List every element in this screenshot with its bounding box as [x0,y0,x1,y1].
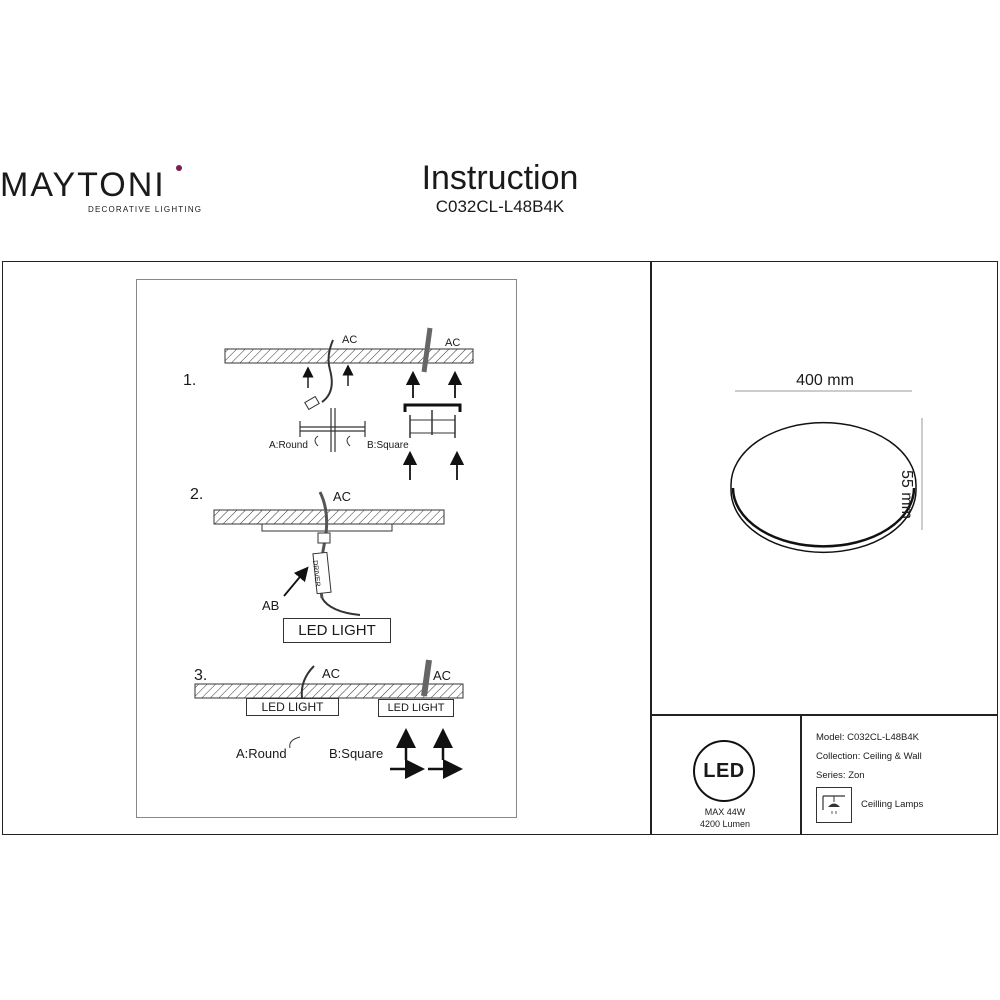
step-number: 3. [194,667,208,684]
ab-label: AB [262,598,280,613]
connector-icon [317,532,331,544]
brand-name: MAYTONI [0,166,166,204]
max-power: MAX 44W [704,807,746,817]
ceiling-slab [224,348,474,364]
sheet-frame [2,261,998,835]
frame-divider [650,261,652,835]
ac-label: AC [322,666,341,681]
installation-panel [136,279,517,818]
model-code: C032CL-L48B4K [435,197,565,216]
step-number: 1. [183,372,197,389]
option-round-label: A:Round [236,746,287,761]
power-cable [300,665,315,699]
ac-label: AC [342,334,358,346]
diameter-label: 400 mm [796,372,854,389]
led-light-label: LED LIGHT [246,698,339,716]
led-light-label: LED LIGHT [283,618,391,643]
brand-logo: MAYTONI DECORATIVE LIGHTING [0,165,201,221]
ac-label: AC [333,489,352,504]
frame-divider [800,714,802,835]
ceiling-rod [421,659,432,697]
step-number: 2. [190,486,204,503]
spec-collection: Collection: Ceiling & Wall [816,751,922,762]
ceiling-rod [421,327,433,373]
ceiling-slab [213,509,445,525]
ceiling-lamp-drawing [730,421,917,554]
category-label: Ceilling Lamps [861,799,924,810]
option-round-label: A:Round [269,440,308,451]
power-cable [321,339,334,403]
ac-label: AC [433,668,452,683]
ceiling-lamp-icon [816,787,852,823]
power-info: MAX 44W 4200 Lumen [660,806,790,830]
square-bracket [403,403,462,412]
driver-box [312,551,332,595]
brand-dot-icon [176,165,182,171]
led-badge-icon: LED [693,740,755,802]
spec-series: Series: Zon [816,770,865,781]
height-label: 55 mm [898,470,915,519]
page-title: Instruction [421,159,579,197]
brand-tagline: DECORATIVE LIGHTING [88,205,203,214]
led-light-label: LED LIGHT [378,699,454,717]
frame-divider [650,714,998,716]
lumen: 4200 Lumen [699,819,751,829]
power-cable [321,597,361,616]
option-square-label: B:Square [367,440,409,451]
connector-icon [304,395,320,411]
option-square-label: B:Square [329,746,384,761]
ac-label: AC [445,337,461,349]
spec-model: Model: C032CL-L48B4K [816,732,919,743]
spec-list: Model: C032CL-L48B4K Collection: Ceiling… [816,728,922,785]
